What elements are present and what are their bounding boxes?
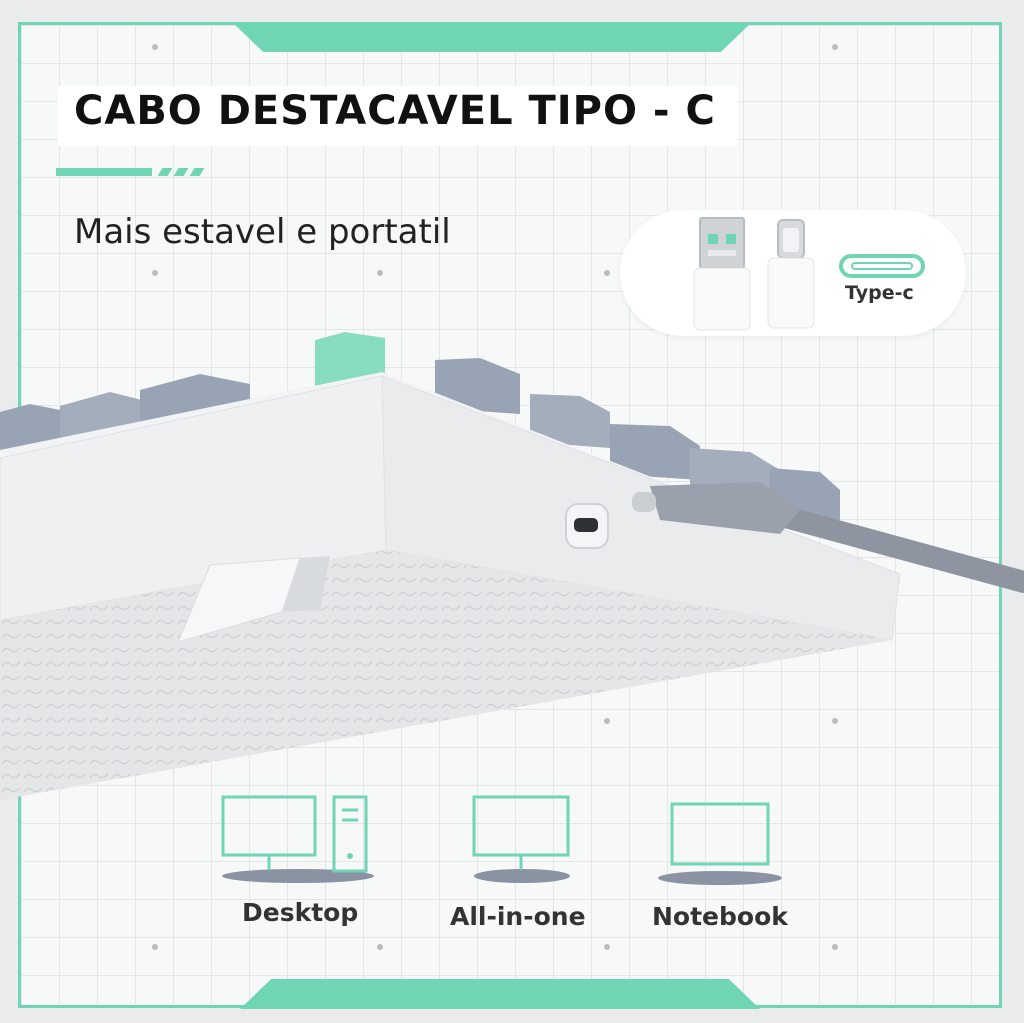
top-accent-tab [232, 22, 752, 52]
grid-dot [604, 270, 610, 276]
notebook-icon [658, 802, 782, 885]
all-in-one-icon [472, 795, 570, 883]
device-label-all-in-one: All-in-one [450, 902, 586, 931]
grid-dot [832, 944, 838, 950]
usb-c-port-opening [574, 518, 598, 532]
device-label-desktop: Desktop [242, 898, 359, 927]
grid-dot [832, 44, 838, 50]
bottom-accent-tab [240, 979, 760, 1009]
page-subtitle: Mais estavel e portatil [74, 212, 451, 252]
device-label-notebook: Notebook [652, 902, 788, 931]
keyboard-foot-side [282, 556, 330, 612]
grid-dot [152, 44, 158, 50]
type-c-port-icon [839, 254, 925, 278]
keyboard-illustration [0, 332, 1024, 800]
cable-plug-tip [632, 492, 656, 512]
title-background [58, 86, 738, 146]
cable-plug [650, 482, 800, 534]
grid-dot [377, 944, 383, 950]
grid-dot [152, 270, 158, 276]
accent-underline [56, 168, 152, 176]
usb-c-cable [749, 499, 1024, 593]
grid-dot [152, 944, 158, 950]
page-title: CABO DESTACAVEL TIPO - C [74, 88, 716, 134]
usb-c-plug-icon [767, 219, 815, 329]
grid-dot [832, 718, 838, 724]
grid-dot [377, 270, 383, 276]
grid-dot [604, 944, 610, 950]
grid-dot [604, 718, 610, 724]
desktop-icon [221, 795, 374, 883]
type-c-label: Type-c [845, 282, 914, 304]
usb-a-plug-icon [693, 217, 751, 331]
